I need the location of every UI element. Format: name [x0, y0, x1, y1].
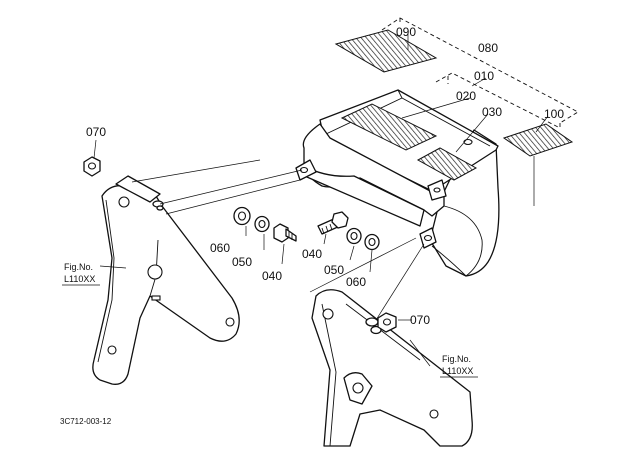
washer-050-right	[346, 227, 362, 245]
fig-ref-left-line2: L110XX	[64, 274, 95, 284]
right-bracket-plate	[311, 289, 473, 447]
label-part-070-left: 070	[86, 125, 106, 139]
left-bracket-plate	[92, 175, 240, 385]
label-part-100: 100	[544, 107, 564, 121]
washer-050-left	[254, 215, 270, 233]
fig-ref-right-line1: Fig.No.	[442, 354, 471, 364]
label-part-050-left: 050	[232, 255, 252, 269]
fig-ref-left-line1: Fig.No.	[64, 262, 93, 272]
decal-020	[340, 103, 438, 151]
label-part-050-right: 050	[324, 263, 344, 277]
label-part-060-left: 060	[210, 241, 230, 255]
label-part-060-right: 060	[346, 275, 366, 289]
cover-housing	[295, 89, 500, 277]
decal-100	[502, 123, 574, 157]
decal-030	[416, 147, 478, 181]
nut-070-right	[377, 312, 397, 333]
label-part-030: 030	[482, 105, 502, 119]
label-part-080: 080	[478, 41, 498, 55]
label-part-020: 020	[456, 89, 476, 103]
assembly-bracket-080	[381, 17, 579, 128]
nut-070-left	[83, 156, 101, 177]
assembly-bracket-010	[435, 72, 561, 129]
washer-060-left	[233, 206, 251, 226]
label-part-040-right: 040	[302, 247, 322, 261]
decal-090	[334, 29, 438, 73]
label-part-010: 010	[474, 69, 494, 83]
label-part-040-left: 040	[262, 269, 282, 283]
leader-lines	[93, 34, 549, 367]
label-part-090: 090	[396, 25, 416, 39]
bolt-040-left	[273, 223, 297, 243]
washer-060-right	[364, 233, 380, 251]
bolt-040-right	[317, 211, 349, 235]
fig-ref-right-line2: L110XX	[442, 366, 473, 376]
drawing-code: 3C712-003-12	[60, 417, 112, 426]
label-part-070-right: 070	[410, 313, 430, 327]
